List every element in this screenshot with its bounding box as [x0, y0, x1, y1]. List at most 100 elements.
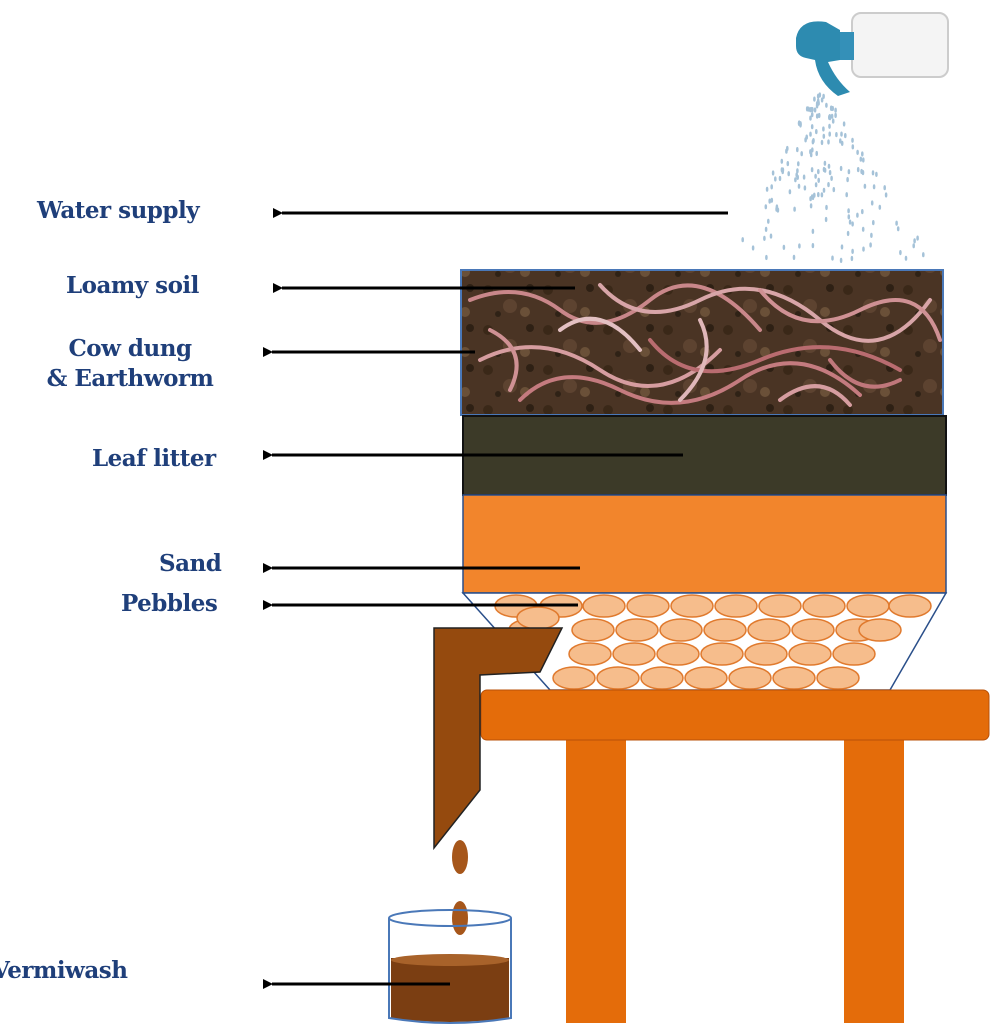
mist-droplet: [781, 167, 785, 173]
mist-droplet: [793, 206, 796, 212]
mist-droplet: [786, 161, 790, 167]
mist-droplet: [771, 170, 775, 176]
pebble: [802, 594, 846, 618]
mist-droplet: [811, 228, 815, 234]
pebble: [615, 618, 659, 642]
pebble: [747, 618, 791, 642]
pebble: [744, 642, 788, 666]
pebble: [772, 666, 816, 690]
mist-droplet: [878, 204, 882, 210]
mist-droplet: [844, 133, 847, 139]
mist-droplet: [850, 255, 854, 262]
mist-droplet: [822, 133, 826, 139]
mist-droplet: [785, 148, 788, 154]
mist-droplet: [820, 97, 824, 103]
spray-mist: [741, 92, 925, 263]
mist-droplet: [870, 232, 873, 238]
mist-droplet: [872, 184, 876, 190]
pebble: [626, 594, 670, 618]
mist-droplet: [825, 102, 828, 108]
mist-droplet: [822, 126, 825, 132]
mist-droplet: [851, 221, 854, 227]
stool: [480, 689, 990, 1023]
mist-droplet: [851, 248, 854, 254]
mist-droplet: [796, 174, 799, 180]
mist-droplet: [751, 245, 755, 251]
label-cow-dung-line2: & Earthworm: [46, 364, 214, 392]
pebble: [612, 642, 656, 666]
pebble: [582, 594, 626, 618]
mist-droplet: [839, 257, 843, 263]
mist-droplet: [764, 204, 768, 210]
sand-layer: [462, 494, 947, 594]
mist-droplet: [834, 112, 837, 118]
mist-droplet: [840, 140, 844, 146]
mist-droplet: [851, 137, 854, 143]
mist-droplet: [817, 177, 820, 183]
mist-droplet: [835, 132, 838, 138]
mist-droplet: [810, 112, 814, 118]
mist-droplet: [800, 151, 803, 157]
mist-droplet: [810, 167, 814, 173]
mist-droplet: [862, 157, 865, 163]
pebble: [684, 666, 728, 690]
spray-bottle-icon: [796, 12, 949, 96]
mist-droplet: [815, 101, 819, 107]
mist-droplet: [830, 175, 833, 181]
mist-droplet: [798, 243, 801, 249]
mist-droplet: [787, 171, 790, 177]
mist-droplet: [862, 246, 865, 252]
mist-droplet: [834, 107, 837, 113]
pebble: [703, 618, 747, 642]
mist-droplet: [802, 174, 806, 180]
mist-droplet: [813, 107, 817, 113]
mist-droplet: [856, 212, 859, 218]
mist-droplet: [776, 207, 780, 213]
mist-droplet: [848, 219, 852, 225]
mist-droplet: [846, 177, 849, 183]
mist-droplet: [847, 214, 851, 220]
mist-droplet: [813, 96, 816, 102]
mist-droplet: [778, 175, 782, 182]
mist-droplet: [912, 243, 915, 249]
mist-droplet: [851, 144, 855, 150]
mist-droplet: [856, 149, 859, 155]
pebble: [700, 642, 744, 666]
mist-droplet: [846, 230, 850, 237]
mist-droplet: [840, 131, 843, 137]
mist-droplet: [831, 255, 834, 261]
pebble: [670, 594, 714, 618]
mist-droplet: [823, 160, 827, 166]
label-arrows: [263, 208, 728, 989]
pebble: [728, 666, 772, 690]
mist-droplet: [817, 192, 820, 198]
mist-droplet: [764, 226, 768, 232]
mist-droplet: [780, 158, 784, 164]
vermiwash-drops: [452, 840, 468, 935]
label-pebbles: Pebbles: [121, 590, 218, 617]
mist-droplet: [860, 168, 863, 175]
beaker-icon: [388, 909, 512, 1024]
mist-droplet: [796, 168, 799, 174]
label-vermiwash: Vermiwash: [0, 957, 128, 984]
mist-droplet: [814, 182, 818, 188]
mist-droplet: [794, 177, 797, 183]
mist-droplet: [796, 147, 799, 153]
pebble: [858, 618, 902, 642]
mist-droplet: [884, 192, 888, 198]
mist-droplet: [827, 182, 830, 188]
pebble: [791, 618, 835, 642]
pebble: [714, 594, 758, 618]
mist-droplet: [872, 220, 875, 226]
pebble: [596, 666, 640, 690]
label-water-supply: Water supply: [37, 197, 200, 224]
pebble: [846, 594, 890, 618]
pebble: [659, 618, 703, 642]
mist-droplet: [829, 105, 833, 111]
mist-droplet: [815, 150, 818, 157]
soil-earthworm-layer: [460, 269, 944, 416]
mist-droplet: [842, 121, 846, 127]
mist-droplet: [822, 93, 825, 99]
mist-droplet: [828, 123, 831, 129]
mist-droplet: [896, 226, 900, 232]
